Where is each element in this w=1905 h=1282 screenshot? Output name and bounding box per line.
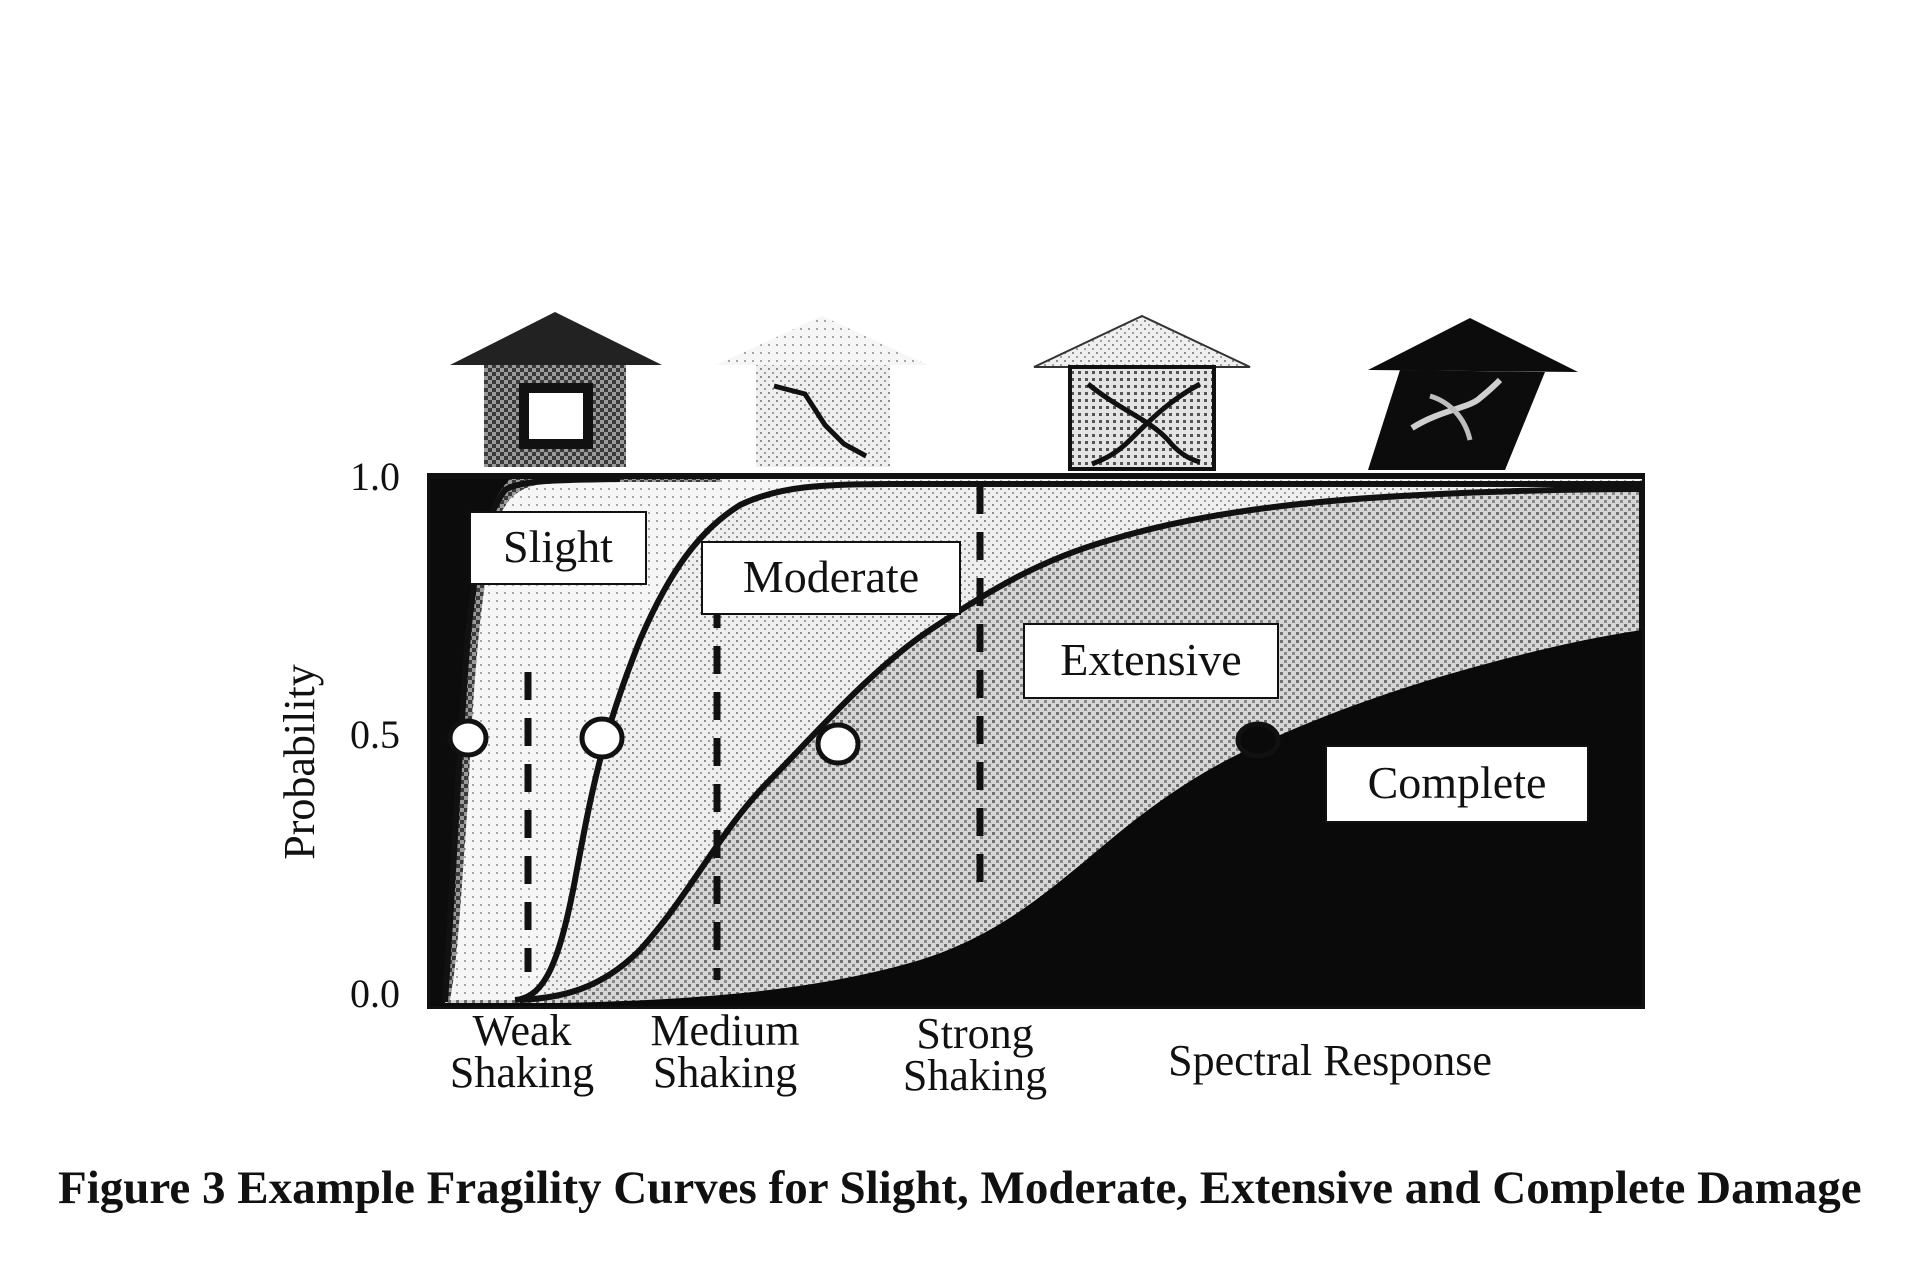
extensive-box [1023, 623, 1279, 699]
slight-box [469, 511, 647, 585]
x-axis-label: Spectral Response [1168, 1036, 1492, 1085]
slight-label: Slight [503, 521, 613, 572]
figure-caption: Figure 3 Example Fragility Curves for Sl… [58, 1162, 1862, 1214]
y-tick-0: 0.0 [350, 971, 400, 1016]
median-markers [447, 716, 1281, 766]
y-axis-label: Probability [275, 664, 324, 860]
y-axis-ticks: 1.0 0.5 0.0 [350, 454, 400, 1016]
moderate-box [701, 541, 961, 615]
strong-shaking-line1: Strong [916, 1009, 1033, 1058]
damage-label-boxes: Slight Moderate Extensive Complete [469, 511, 1589, 823]
slight-curve [442, 476, 621, 1003]
complete-zone [430, 630, 1642, 1006]
y-tick-1: 1.0 [350, 454, 400, 499]
shaking-lines [524, 486, 984, 980]
medium-shaking-line1: Medium [650, 1006, 799, 1055]
house-collapsed-icon [1368, 318, 1578, 470]
strong-shaking-line2: Shaking [903, 1051, 1047, 1100]
extensive-label: Extensive [1060, 634, 1241, 685]
medium-shaking-line2: Shaking [653, 1048, 797, 1097]
house-x-cracked-icon [1033, 314, 1251, 471]
moderate-label: Moderate [743, 551, 919, 602]
extensive-median-marker [815, 722, 861, 766]
complete-label: Complete [1368, 757, 1547, 808]
weak-shaking-line2: Shaking [450, 1048, 594, 1097]
house-cracked-icon [716, 316, 928, 467]
x-axis-labels: Weak Shaking Medium Shaking Strong Shaki… [450, 1006, 1492, 1100]
complete-median-marker [1235, 721, 1281, 759]
y-tick-0-5: 0.5 [350, 712, 400, 757]
complete-box [1325, 745, 1589, 823]
moderate-curve [514, 481, 1642, 1003]
house-intact-icon [450, 312, 662, 467]
slight-median-marker [447, 718, 489, 758]
weak-shaking-line1: Weak [472, 1006, 571, 1055]
moderate-median-marker [579, 716, 625, 760]
